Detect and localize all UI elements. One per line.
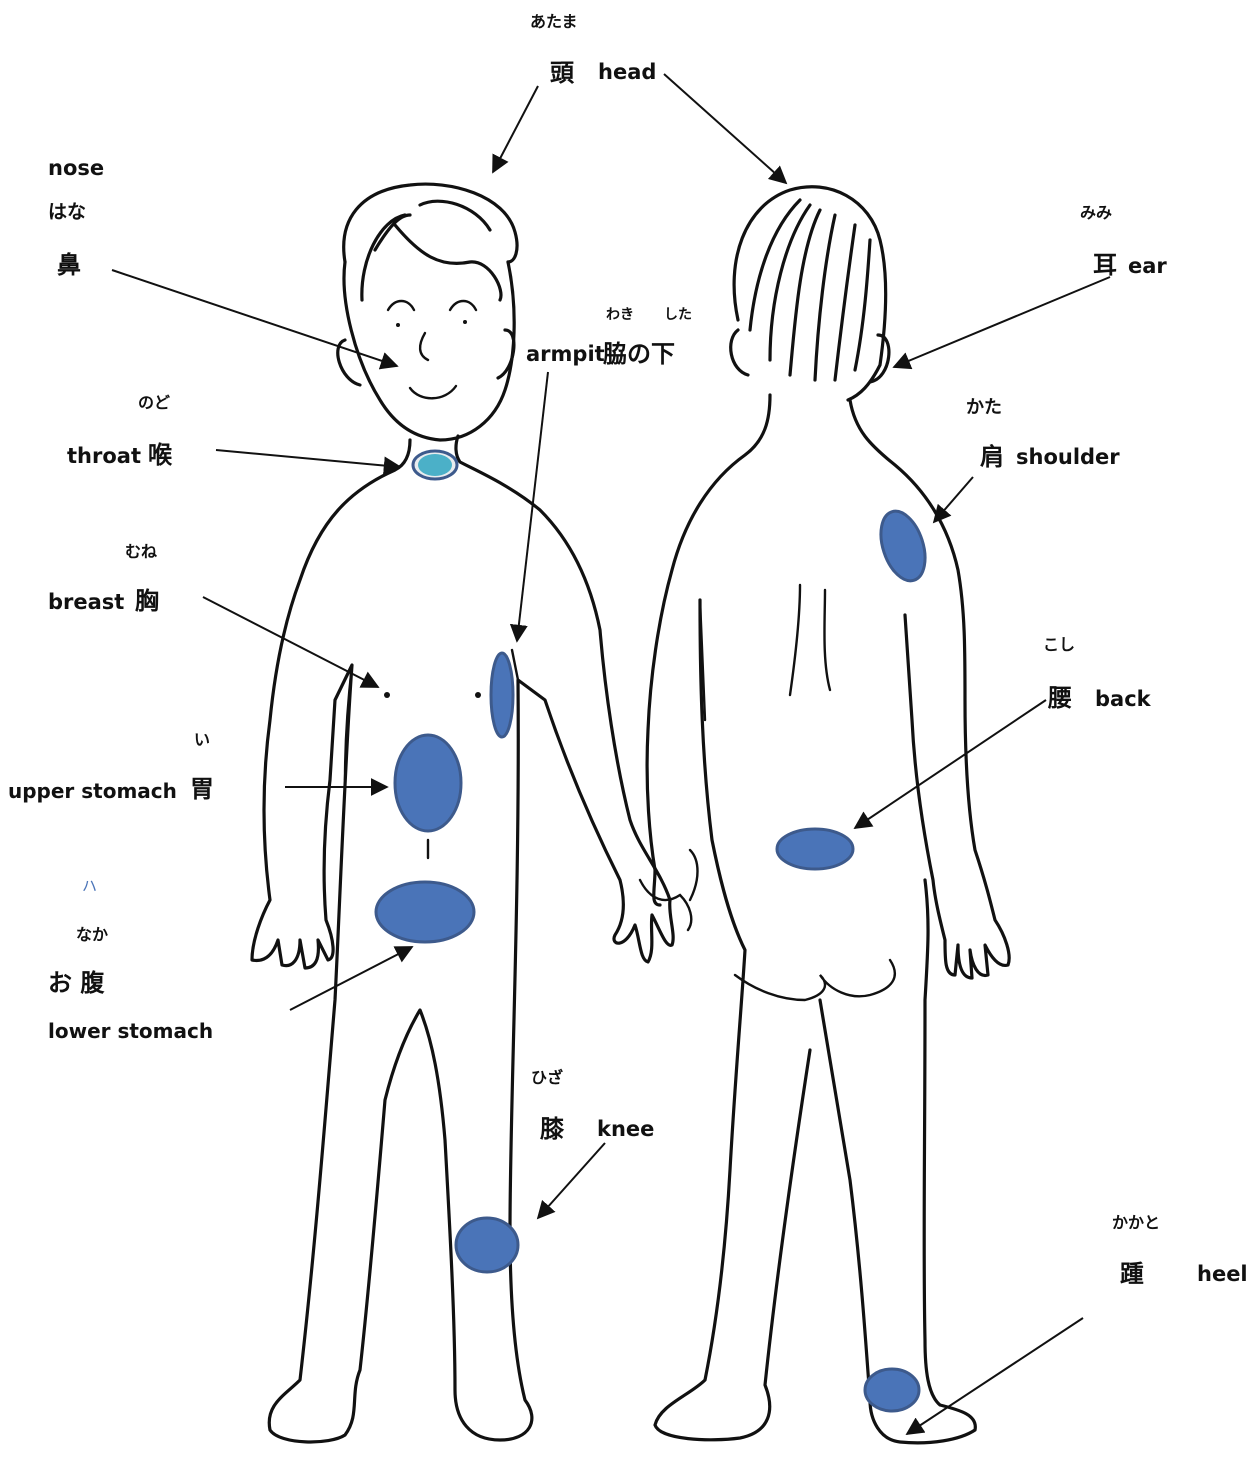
back-ruby: こし bbox=[1043, 637, 1075, 653]
head-kanji: 頭 bbox=[550, 61, 574, 85]
heel-ruby: かかと bbox=[1112, 1215, 1160, 1231]
back-spine-right bbox=[824, 590, 830, 690]
back-body-outline bbox=[647, 395, 1009, 1443]
back-kanji: 腰 bbox=[1048, 686, 1072, 710]
nose-kanji: 鼻 bbox=[57, 253, 81, 277]
knee-english: knee bbox=[597, 1119, 654, 1140]
arrow-knee bbox=[538, 1143, 605, 1218]
armpit-ruby-waki: わき bbox=[606, 308, 634, 322]
upper-stomach-spot bbox=[395, 735, 461, 831]
heel-spot bbox=[865, 1369, 919, 1411]
front-mouth bbox=[410, 386, 456, 398]
ear-kanji: 耳 bbox=[1093, 253, 1117, 277]
knee-spot bbox=[456, 1218, 518, 1272]
arrow-head-back bbox=[664, 74, 786, 183]
upper-stomach-kanji: 胃 bbox=[190, 777, 214, 801]
front-face-outline bbox=[344, 262, 514, 440]
front-cheek-dot bbox=[396, 323, 400, 327]
heel-kanji: 踵 bbox=[1120, 1262, 1144, 1286]
ear-ruby: みみ bbox=[1080, 205, 1112, 221]
shoulder-ruby: かた bbox=[966, 399, 1002, 417]
front-left-eye bbox=[388, 301, 414, 310]
ear-english: ear bbox=[1128, 256, 1167, 277]
front-body-outline bbox=[252, 436, 673, 1442]
back-left-ear bbox=[731, 330, 748, 375]
head-english: head bbox=[598, 62, 656, 83]
clasped-hands bbox=[640, 850, 698, 930]
nose-english: nose bbox=[48, 158, 104, 179]
breast-kanji: 胸 bbox=[135, 589, 159, 613]
upper-stomach-ruby: い bbox=[194, 732, 210, 748]
lower-stomach-stray-mark: ハ bbox=[82, 879, 97, 894]
lower-stomach-english: lower stomach bbox=[48, 1021, 213, 1041]
shoulder-kanji: 肩 bbox=[980, 445, 1004, 469]
pointer-arrows bbox=[112, 74, 1110, 1434]
throat-kanji: 喉 bbox=[148, 443, 172, 467]
heel-english: heel bbox=[1197, 1264, 1248, 1285]
arrow-back bbox=[855, 700, 1046, 828]
armpit-kanji: 脇の下 bbox=[603, 342, 675, 366]
lower-stomach-spot bbox=[376, 882, 474, 942]
armpit-spot bbox=[491, 653, 513, 737]
throat-ruby: のど bbox=[138, 395, 170, 411]
knee-kanji: 膝 bbox=[540, 1117, 564, 1141]
lower-stomach-ruby: なか bbox=[76, 927, 108, 943]
lower-stomach-kanji: お 腹 bbox=[48, 971, 104, 995]
armpit-english: armpit bbox=[526, 344, 605, 365]
chest-dot-right bbox=[475, 692, 481, 698]
arrow-heel bbox=[907, 1318, 1083, 1434]
breast-ruby: むね bbox=[125, 544, 157, 560]
shoulder-english: shoulder bbox=[1016, 447, 1120, 468]
back-figure bbox=[647, 187, 1009, 1443]
front-right-eye bbox=[450, 301, 476, 310]
throat-spot bbox=[418, 454, 452, 476]
arrow-head-front bbox=[493, 86, 538, 172]
nose-kana: はな bbox=[48, 203, 86, 222]
back-english: back bbox=[1095, 689, 1151, 710]
shoulder-spot bbox=[873, 506, 933, 587]
upper-stomach-english: upper stomach bbox=[8, 781, 177, 801]
front-cheek-dot bbox=[463, 320, 467, 324]
arrow-lower-stomach bbox=[290, 947, 412, 1010]
arrow-shoulder bbox=[934, 477, 973, 522]
armpit-ruby-shita: した bbox=[664, 308, 692, 322]
knee-ruby: ひざ bbox=[531, 1070, 563, 1086]
arrow-ear bbox=[894, 277, 1110, 367]
highlight-spots bbox=[376, 451, 933, 1411]
back-buttocks bbox=[735, 960, 895, 1000]
front-hair bbox=[344, 184, 517, 300]
back-hair bbox=[734, 187, 886, 400]
back-spine-left bbox=[790, 585, 800, 695]
chest-dot-left bbox=[384, 692, 390, 698]
front-nose-line bbox=[420, 333, 428, 360]
arrow-nose bbox=[112, 270, 397, 366]
throat-english: throat bbox=[67, 446, 141, 467]
arrow-armpit bbox=[517, 372, 548, 641]
back-spot bbox=[777, 829, 853, 869]
arrow-throat bbox=[216, 450, 400, 467]
head-ruby: あたま bbox=[530, 14, 578, 30]
breast-english: breast bbox=[48, 592, 124, 613]
